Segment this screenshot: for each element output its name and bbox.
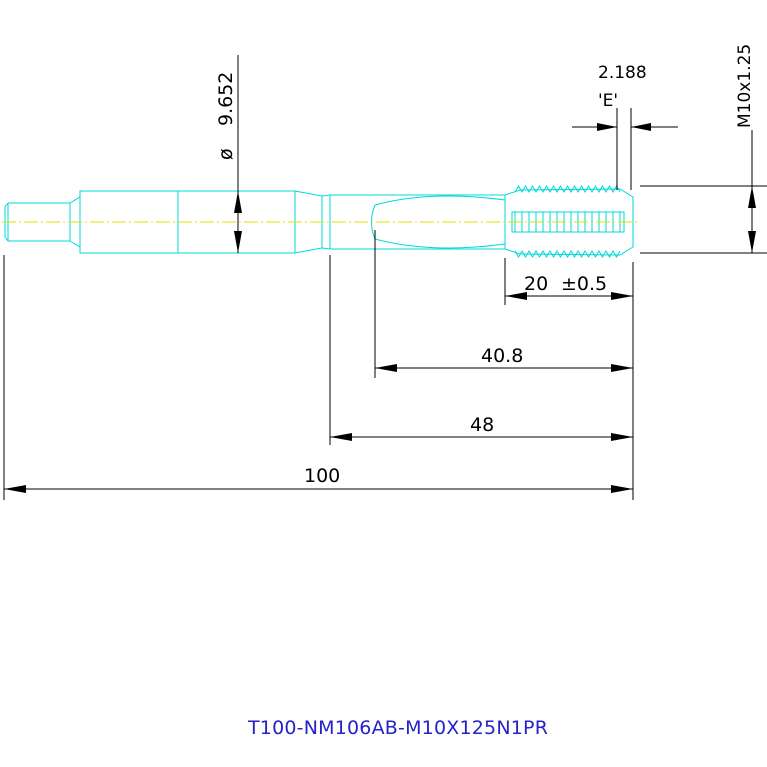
detail-label: 'E' — [598, 91, 618, 111]
diameter-symbol: ø — [215, 148, 237, 160]
thread-profile-lower — [514, 250, 621, 258]
thread-section — [504, 188, 634, 256]
thread-callout: M10x1.25 — [735, 44, 755, 128]
thread-profile-upper — [514, 185, 621, 193]
pitch-value: 2.188 — [598, 63, 647, 83]
diameter-value: 9.652 — [215, 72, 237, 126]
flute-lower — [374, 238, 506, 249]
diameter-callout: ø 9.652 — [215, 72, 237, 160]
neck-length-value: 40.8 — [481, 345, 523, 367]
dimension-lines — [3, 55, 767, 500]
thread-size-value: M10x1.25 — [735, 44, 755, 128]
overall-length-value: 100 — [304, 465, 340, 487]
flute-upper — [374, 195, 506, 206]
thread-length-tolerance: ±0.5 — [561, 273, 607, 295]
shank-length-value: 48 — [470, 414, 494, 436]
thread-length-value: 20 — [524, 273, 548, 295]
part-number: T100-NM106AB-M10X125N1PR — [247, 717, 548, 739]
